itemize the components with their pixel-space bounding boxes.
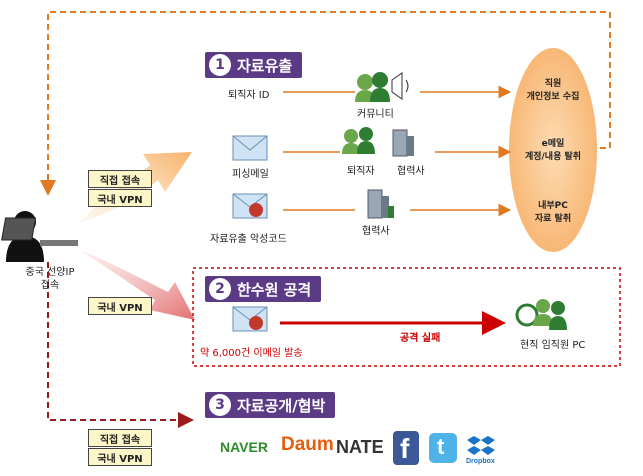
community-label: 커뮤니티 (357, 109, 394, 120)
target-employee-icon (515, 299, 567, 330)
facebook-logo (393, 431, 419, 465)
section-3-title: 자료공개/협박 (237, 396, 326, 415)
tag-vpn-2: 국내 VPN (88, 297, 152, 315)
section-3-header: 3 자료공개/협박 (205, 392, 336, 418)
section-3-number: 3 (209, 394, 231, 416)
destination-ellipse (509, 48, 597, 252)
attacker-label-line2: 접속 (40, 280, 60, 291)
attacker-label-line1: 중국 선양IP (25, 267, 75, 278)
tag-vpn-1: 국내 VPN (88, 189, 152, 207)
attacker-icon (1, 211, 78, 262)
section-2-title: 한수원 공격 (237, 280, 312, 299)
phishing-mail-icon (232, 135, 268, 161)
partner-label-2: 협력사 (362, 226, 390, 237)
attack-failed-label: 공격 실패 (400, 333, 441, 344)
naver-logo: NAVER (220, 439, 268, 455)
dest-internal-pc: 내부PC 자료 탈취 (508, 200, 598, 226)
target-pc-label: 현직 임직원 PC (520, 340, 586, 351)
daum-logo: Daum (281, 434, 334, 455)
section-1-number: 1 (209, 54, 231, 76)
retiree-icon (342, 127, 375, 154)
community-icon (355, 72, 409, 102)
retiree-id-label: 퇴직자 ID (228, 90, 270, 101)
malware-label: 자료유출 악성코드 (210, 234, 287, 245)
tag-direct-access-1: 직접 접속 (88, 170, 152, 188)
partner-building-icon-2 (367, 189, 394, 219)
phishing-mail-label: 피싱메일 (232, 169, 269, 180)
attack-mail-icon (232, 306, 268, 332)
pink-swoosh-arrow (80, 250, 195, 320)
emails-sent-label: 약 6,000건 이메일 발송 (200, 348, 303, 359)
dropbox-logo (467, 436, 495, 455)
facebook-logo-letter: f (400, 433, 410, 464)
partner-building-icon-1 (392, 129, 414, 157)
tag-vpn-3: 국내 VPN (88, 448, 152, 466)
dest-3-line1: 내부PC (538, 201, 568, 211)
dest-personal-info: 직원 개인정보 수집 (508, 78, 598, 104)
dest-email-account: e메일 계정/내용 탈취 (508, 138, 598, 164)
dropbox-label: Dropbox (466, 458, 495, 465)
section-1-title: 자료유출 (237, 56, 293, 75)
attacker-label: 중국 선양IP 접속 (10, 266, 90, 292)
twitter-logo-letter: t (437, 434, 445, 459)
dest-1-line2: 개인정보 수집 (526, 92, 580, 102)
partner-label-1: 협력사 (397, 166, 425, 177)
twitter-logo (429, 433, 457, 463)
malware-mail-icon (232, 193, 268, 219)
tag-direct-access-3: 직접 접속 (88, 429, 152, 447)
dest-2-line1: e메일 (541, 139, 565, 149)
section-2-number: 2 (209, 278, 231, 300)
dest-3-line2: 자료 탈취 (534, 214, 572, 224)
dest-1-line1: 직원 (544, 79, 562, 89)
section-2-header: 2 한수원 공격 (205, 276, 322, 302)
dest-2-line2: 계정/내용 탈취 (524, 152, 582, 162)
nate-logo: NATE (336, 437, 384, 457)
attack-box (192, 267, 621, 367)
disclosure-line (47, 262, 194, 428)
retiree-label: 퇴직자 (347, 166, 375, 177)
section-1-header: 1 자료유출 (205, 52, 303, 78)
